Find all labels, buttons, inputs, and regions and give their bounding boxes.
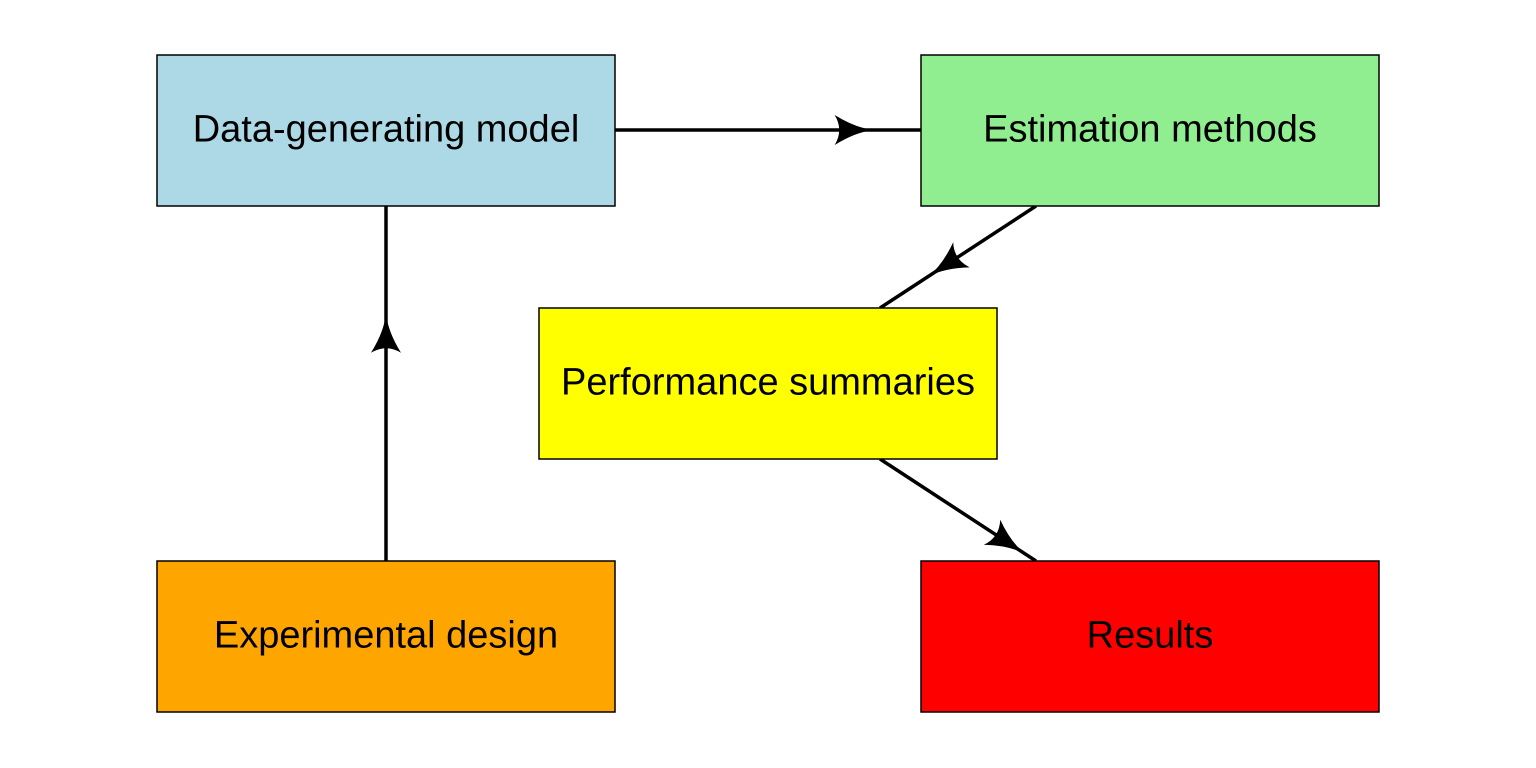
node-estimation-methods: Estimation methods — [920, 54, 1380, 207]
arrowhead-icon — [928, 242, 970, 277]
node-box — [156, 560, 616, 713]
node-results: Results — [920, 560, 1380, 713]
edge-line — [879, 204, 1037, 310]
arrowhead-icon — [983, 519, 1025, 554]
node-label: Estimation methods — [983, 109, 1317, 151]
edge-performance-summaries-to-results — [879, 457, 1037, 563]
node-box — [156, 54, 616, 207]
node-box — [920, 560, 1380, 713]
arrowhead-icon — [371, 313, 401, 353]
node-label: Performance summaries — [561, 362, 975, 404]
node-box — [920, 54, 1380, 207]
node-performance-summaries: Performance summaries — [538, 307, 998, 460]
node-label: Experimental design — [214, 615, 558, 657]
node-experimental-design: Experimental design — [156, 560, 616, 713]
nodes-layer: Data-generating model Estimation methodsP… — [156, 54, 1380, 713]
arrowhead-icon — [834, 115, 874, 145]
node-label: Results — [1087, 615, 1214, 657]
edge-data-generating-model-to-estimation-methods — [615, 115, 921, 145]
edge-estimation-methods-to-performance-summaries — [879, 204, 1037, 310]
node-data-generating-model: Data-generating model — [156, 54, 616, 207]
node-label: Data-generating model — [193, 109, 580, 151]
edges-layer — [371, 115, 1037, 563]
edge-experimental-design-to-data-generating-model — [371, 206, 401, 561]
node-box — [538, 307, 998, 460]
